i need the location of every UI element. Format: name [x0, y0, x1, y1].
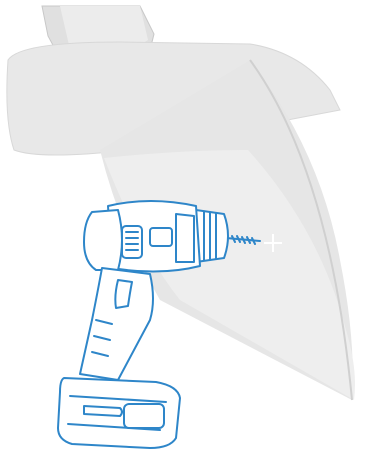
drill-rear-cap	[84, 210, 122, 270]
drill-battery-label	[84, 406, 122, 416]
drill-mode-window	[150, 228, 172, 246]
drill-battery-latch	[124, 404, 164, 428]
drill-chuck	[196, 210, 228, 262]
drill-collar	[176, 214, 194, 262]
drill-vent	[122, 226, 142, 258]
